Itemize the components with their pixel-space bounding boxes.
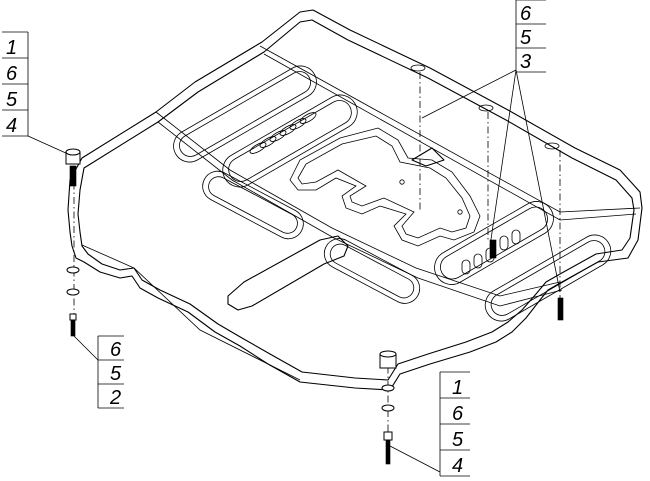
callout-bottom-right-4: 4 (452, 455, 463, 477)
leader-lines (27, 69, 561, 473)
plate-outline (67, 9, 643, 391)
callout-bottom-right-1: 1 (452, 377, 463, 399)
fastener-right (557, 297, 564, 321)
callout-bottom-left: 6 5 2 (97, 335, 124, 409)
callout-top-left-2: 6 (6, 63, 18, 85)
fastener-center-tube (489, 239, 497, 259)
callout-top-right-3: 3 (520, 51, 531, 73)
callout-top-left-4: 4 (6, 115, 17, 137)
callout-bottom-left-3: 2 (109, 387, 121, 409)
callout-bottom-right: 1 6 5 4 (439, 371, 470, 477)
callout-top-right-2: 5 (520, 27, 532, 49)
callout-bottom-right-2: 6 (452, 403, 464, 425)
callout-bottom-left-1: 6 (110, 339, 122, 361)
callout-bottom-right-3: 5 (452, 429, 464, 451)
assembly-axes (73, 72, 561, 460)
callout-top-right-1: 6 (520, 3, 532, 25)
slots-left-group (249, 112, 317, 154)
callout-bottom-left-2: 5 (110, 363, 122, 385)
stamped-openings (173, 65, 612, 322)
callout-top-left-3: 5 (6, 89, 18, 111)
bend-lines (81, 45, 641, 381)
callout-top-left-1: 1 (6, 37, 17, 59)
fastener-top-left (65, 148, 81, 187)
slots-right-group (461, 229, 521, 275)
callout-top-right: 6 5 3 (515, 0, 546, 73)
fastener-bottom-left (66, 266, 80, 337)
fastener-bottom-center (379, 350, 397, 465)
serpentine-rib (289, 127, 481, 247)
callout-top-left: 1 6 5 4 (2, 31, 29, 137)
flange-mounting-slots (410, 64, 560, 150)
